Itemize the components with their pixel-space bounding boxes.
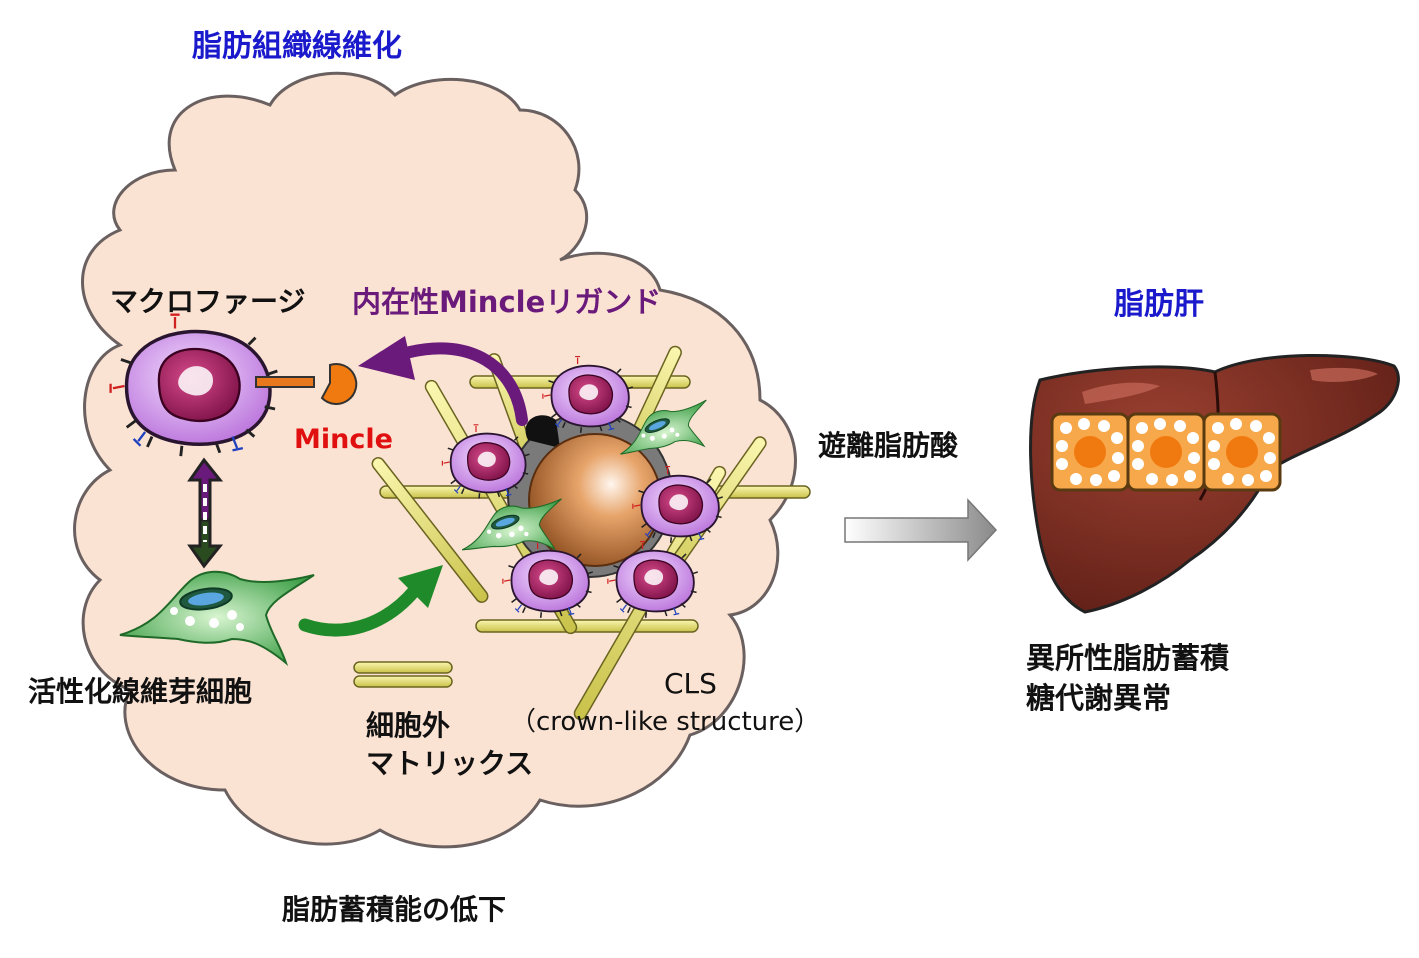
hepatocyte-cells <box>1050 412 1282 492</box>
cls-full-label: （crown-like structure） <box>510 707 821 737</box>
mincle-label: Mincle <box>294 424 393 455</box>
hepatocyte-icon <box>1050 412 1130 492</box>
ffa-label: 遊離脂肪酸 <box>818 429 959 462</box>
ligand-label: 内在性Mincleリガンド <box>352 285 662 319</box>
ffa-arrow <box>844 498 998 562</box>
adipose-bottom-label: 脂肪蓄積能の低下 <box>282 893 507 926</box>
mincle-receptor-icon <box>255 363 358 405</box>
adipose-fibrosis-title: 脂肪組織線維化 <box>192 29 402 64</box>
ligand-arrow <box>358 336 528 426</box>
ecm-label-line2: マトリックス <box>366 747 534 780</box>
interaction-arrow <box>187 457 224 569</box>
fatty-liver-title: 脂肪肝 <box>1114 287 1204 322</box>
adipocyte-icon <box>507 412 673 578</box>
liver-effect-line1: 異所性脂肪蓄積 <box>1026 641 1230 675</box>
hepatocyte-icon <box>1202 412 1282 492</box>
hepatocyte-icon <box>1126 412 1206 492</box>
fibroblast-label: 活性化線維芽細胞 <box>28 675 253 708</box>
cls-label: CLS <box>664 667 717 700</box>
fibrosis-arrow <box>298 565 443 637</box>
macrophage-label: マクロファージ <box>110 285 306 318</box>
ecm-legend-icon <box>353 661 453 688</box>
ecm-label-line1: 細胞外 <box>366 709 451 742</box>
liver-effect-line2: 糖代謝異常 <box>1026 681 1172 715</box>
